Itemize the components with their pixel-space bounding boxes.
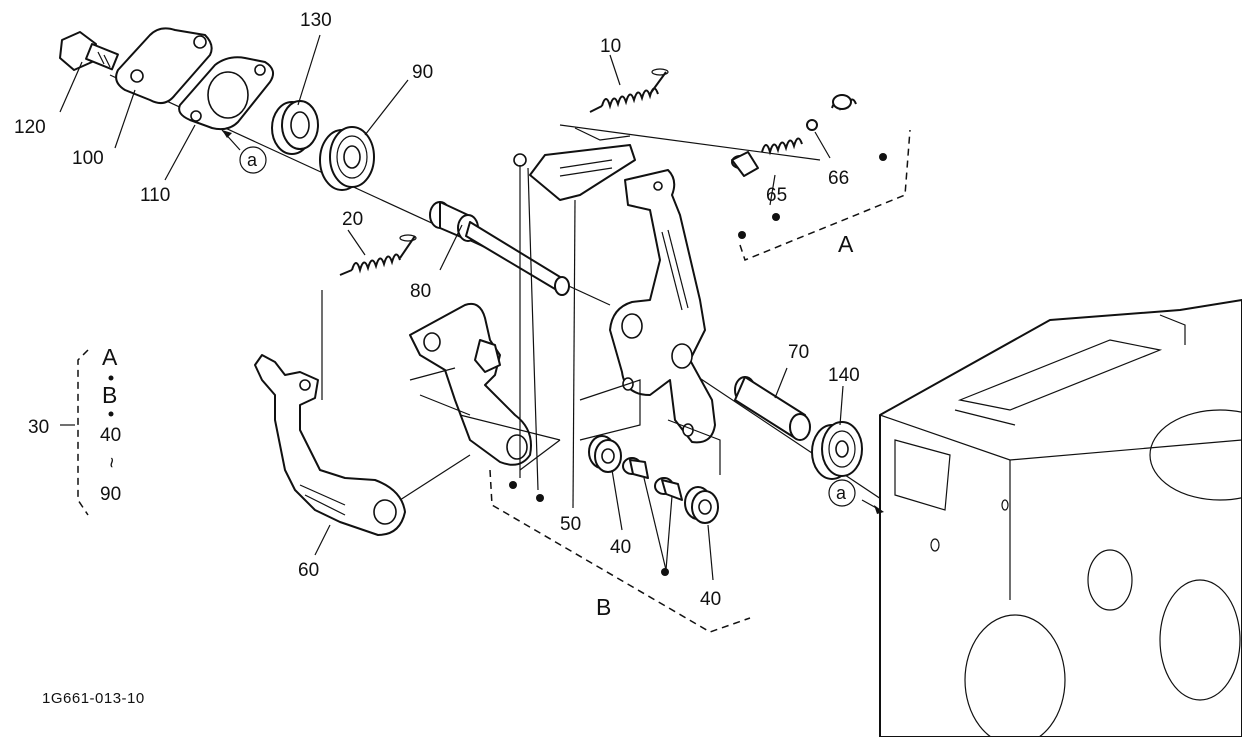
label-group-b: B [596,594,611,620]
drawing-code: 1G661-013-10 [42,690,145,707]
collar-40-left [588,435,622,473]
set-30-bracket [77,349,89,516]
label-20: 20 [342,209,363,230]
lever-60 [254,354,406,536]
pin-pair [622,457,683,501]
label-50: 50 [560,514,581,535]
spring-10 [589,68,669,113]
label-mark-a-lower: a [836,483,847,503]
label-65: 65 [766,185,787,206]
engine-block [879,299,1242,737]
label-10: 10 [600,36,621,57]
legend-line-tilde: ~ [100,457,121,468]
label-60: 60 [298,560,319,581]
shaft-70 [734,376,811,441]
spring-65 [761,137,803,156]
label-group-a: A [838,231,854,257]
gasket-110 [178,56,275,131]
cover-100 [115,27,213,105]
adjusting-plate-50 [513,144,636,201]
bolt-120 [59,31,119,71]
ball-66 [806,119,818,131]
upper-spring-axis [559,124,821,161]
label-90: 90 [412,62,433,83]
mark-a-circle-upper [239,146,267,174]
label-40-right: 40 [700,589,721,610]
label-70: 70 [788,342,809,363]
set-screw [831,94,857,112]
label-mark-a-upper: a [247,150,258,170]
label-100: 100 [72,148,104,169]
legend-line-a: A [102,344,118,370]
group-b-outline [489,469,751,633]
label-66: 66 [828,168,849,189]
label-40-left: 40 [610,537,631,558]
legend-line-b: B [102,382,117,408]
label-140: 140 [828,365,860,386]
lever-60-axis [399,454,471,501]
label-130: 130 [300,10,332,31]
bearing-90 [319,126,375,191]
legend-line-40: 40 [100,425,121,446]
label-120: 120 [14,117,46,138]
pin-plunger [731,151,759,177]
shaft-80 [429,201,570,296]
collar-40-right [684,486,719,524]
mark-a-circle-lower [828,479,856,507]
bearing-140 [811,421,863,480]
governor-lever [609,169,716,444]
label-30: 30 [28,417,49,438]
group-a-outline [739,129,911,261]
fork-lever [409,302,532,466]
spring-20 [339,234,417,276]
label-80: 80 [410,281,431,302]
collar-130 [271,100,319,155]
legend-line-90: 90 [100,484,121,505]
label-110: 110 [140,185,170,206]
